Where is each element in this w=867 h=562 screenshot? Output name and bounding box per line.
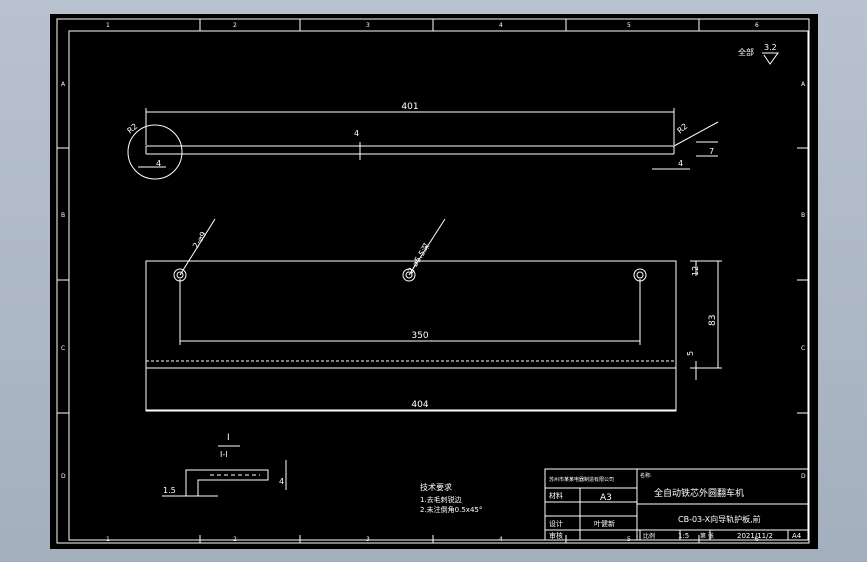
zone-row-c: C: [61, 345, 65, 352]
zone-row-d-right: D: [801, 473, 806, 480]
zone-col-4: 4: [499, 22, 503, 29]
tech-item-1: 1.去毛刺锐边: [420, 495, 462, 504]
zone-col-3-bottom: 3: [366, 536, 370, 543]
dim-overall-length: 404: [411, 400, 428, 410]
zone-row-d: D: [61, 473, 66, 480]
section-dim-right: 4: [279, 477, 284, 486]
tb-project-label: 名称:: [640, 472, 652, 479]
tb-project-name: 全自动铁芯外圆翻车机: [654, 487, 744, 499]
zone-col-5: 5: [627, 22, 631, 29]
tb-material-value: A3: [600, 493, 612, 503]
tb-paper: A4: [792, 532, 802, 540]
section-label: I-I: [220, 450, 228, 459]
plate-outline: [145, 260, 677, 412]
tech-item-2: 2.未注倒角0.5x45°: [420, 505, 482, 514]
tb-sheet-label: 第 张: [700, 532, 714, 540]
dim-hole-spacing: 350: [411, 331, 428, 341]
outer-frame: [56, 18, 810, 544]
tb-date: 2021/11/2: [737, 532, 773, 540]
zone-col-6: 6: [755, 22, 759, 29]
front-view: 2-⌀9 2-⌀5.5深 350 404 83 12 5: [145, 218, 722, 412]
dim-thickness: 4: [354, 129, 359, 138]
section-dim-left: 1.5: [163, 486, 176, 495]
dim-hole-edge: 12: [691, 266, 700, 276]
drawing-sheet: 1 2 3 4 5 6 1 2 3 4 5 6 A B C D A B C D …: [50, 14, 818, 549]
tech-requirements: 技术要求 1.去毛刺锐边 2.未注倒角0.5x45°: [420, 482, 482, 514]
top-view: 401 4 4 4 7 R2 R2: [126, 102, 719, 180]
section-label-top: I: [227, 433, 230, 443]
zone-row-a-right: A: [801, 81, 806, 88]
title-block: 苏州市某某电器制造有限公司 材料 A3 设计 叶健新 审核 名称: 全自动铁芯外…: [544, 468, 809, 541]
tb-designer: 叶健新: [594, 519, 615, 528]
dim-radius-right: R2: [676, 122, 690, 136]
zone-ticks: [57, 19, 809, 543]
dim-hole-right: 4: [678, 159, 683, 168]
cad-drawing: 1 2 3 4 5 6 1 2 3 4 5 6 A B C D A B C D …: [56, 18, 810, 544]
dim-hole-left: 4: [156, 159, 161, 168]
dim-height-83: 83: [708, 315, 718, 326]
zone-row-b: B: [61, 212, 65, 219]
tb-scale-label: 比例: [643, 532, 655, 540]
tb-check-label: 审核: [549, 531, 563, 540]
tb-drawing-no: CB-03-X向导轨护板,前: [678, 514, 761, 524]
callout-mid-hole: 2-⌀5.5深: [406, 242, 431, 275]
zone-col-3: 3: [366, 22, 370, 29]
zone-col-2: 2: [233, 22, 237, 29]
section-view: I I-I 4 1.5: [162, 433, 287, 497]
zone-col-2-bottom: 2: [233, 536, 237, 543]
inner-frame: [68, 30, 809, 541]
detail-circle: [127, 124, 183, 180]
zone-col-1-bottom: 1: [106, 536, 110, 543]
dim-height: 7: [709, 147, 714, 156]
tb-company: 苏州市某某电器制造有限公司: [549, 476, 614, 483]
tb-scale: 1:5: [678, 532, 689, 540]
roughness-value: 3.2: [764, 43, 777, 52]
tb-material-label: 材料: [549, 491, 563, 500]
zone-col-4-bottom: 4: [499, 536, 503, 543]
zone-row-a: A: [61, 81, 66, 88]
dim-radius-left: R2: [126, 122, 140, 136]
zone-row-b-right: B: [801, 212, 805, 219]
dim-length: 401: [401, 102, 418, 112]
zone-col-1: 1: [106, 22, 110, 29]
zone-labels: 1 2 3 4 5 6 1 2 3 4 5 6 A B C D A B C D: [61, 22, 806, 543]
tb-design-label: 设计: [549, 519, 563, 528]
tech-title: 技术要求: [420, 482, 452, 492]
hole-mid: [402, 268, 416, 282]
roughness-label: 全部: [738, 47, 754, 57]
roughness-symbol: 全部 3.2: [738, 43, 779, 65]
dim-bottom-edge: 5: [686, 351, 695, 356]
zone-row-c-right: C: [801, 345, 805, 352]
